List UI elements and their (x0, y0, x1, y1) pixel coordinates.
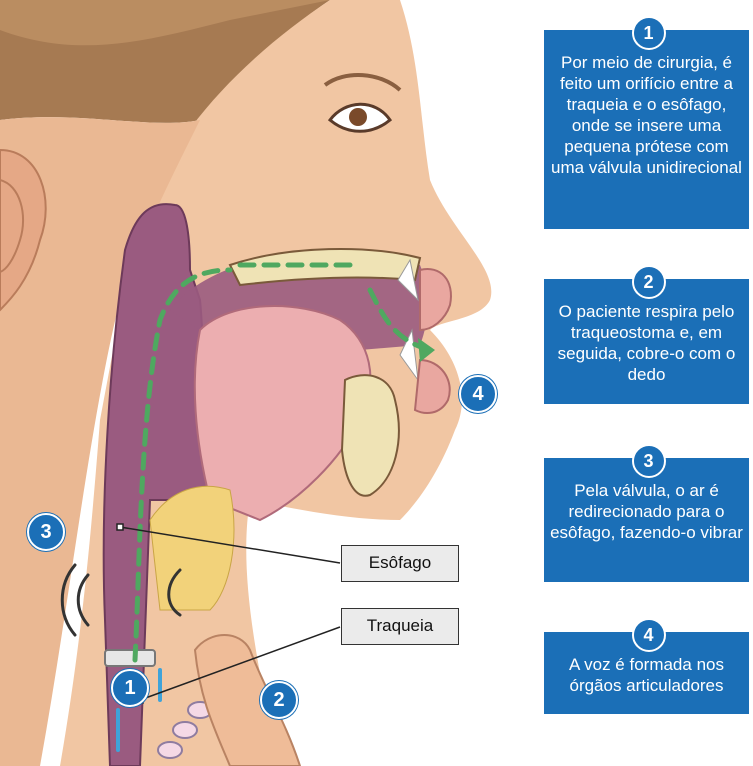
step-number-3: 3 (632, 444, 666, 478)
step-number-2: 2 (632, 265, 666, 299)
marker-1: 1 (111, 669, 149, 707)
step-box-3: 3 Pela válvula, o ar é redirecionado par… (544, 458, 749, 582)
step-box-2: 2 O paciente respira pelo traqueostoma e… (544, 279, 749, 404)
label-esophagus: Esôfago (341, 545, 459, 582)
head-cross-section-illustration (0, 0, 540, 766)
voice-prosthesis (105, 650, 155, 666)
step-text-4: A voz é formada nos órgãos articuladores (550, 654, 743, 696)
marker-2: 2 (260, 681, 298, 719)
step-text-2: O paciente respira pelo traqueostoma e, … (550, 301, 743, 385)
step-box-4: 4 A voz é formada nos órgãos articulador… (544, 632, 749, 714)
step-number-1: 1 (632, 16, 666, 50)
neck-tissue (150, 486, 234, 610)
label-trachea: Traqueia (341, 608, 459, 645)
step-text-1: Por meio de cirurgia, é feito um orifíci… (550, 52, 743, 178)
step-text-3: Pela válvula, o ar é redirecionado para … (550, 480, 743, 543)
marker-3: 3 (27, 513, 65, 551)
step-number-4: 4 (632, 618, 666, 652)
marker-4: 4 (459, 375, 497, 413)
step-box-1: 1 Por meio de cirurgia, é feito um orifí… (544, 30, 749, 229)
